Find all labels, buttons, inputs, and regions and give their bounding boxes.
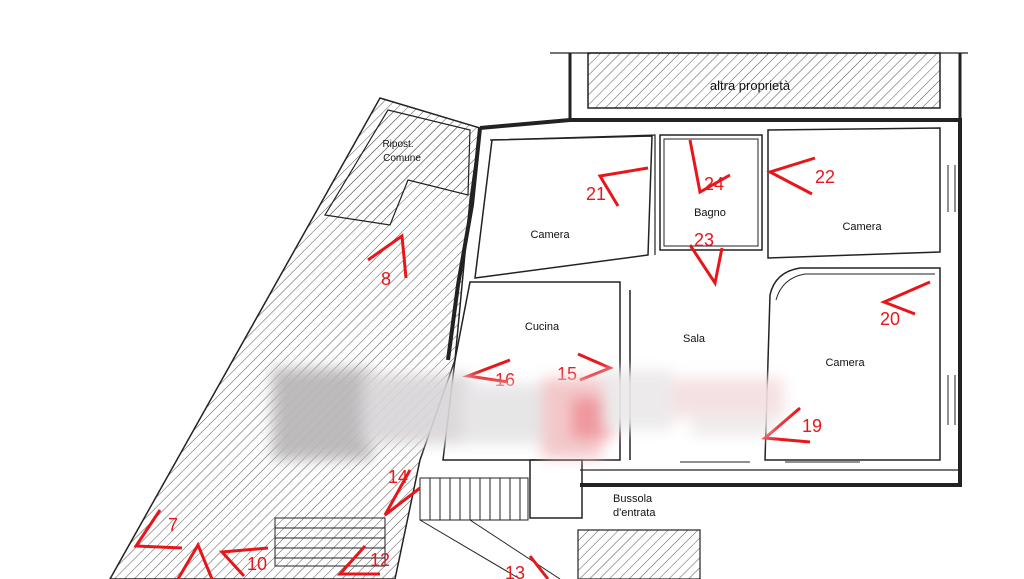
camera-room-3-inner [775,273,935,301]
room-label: Bagno [694,207,726,219]
altra-proprieta-area [587,52,941,109]
room-label: Bussola [613,493,653,505]
bussola-area [529,459,583,519]
wall [419,519,521,579]
photo-marker-shapes [133,139,931,579]
camera-room-2 [767,127,941,259]
photo-number: 12 [370,550,390,570]
stairs-upper [419,477,529,521]
room-label: Cucina [525,321,560,333]
wall [469,519,561,579]
room-label: Ripost. [382,139,413,150]
photo-number: 20 [880,309,900,329]
outer-wall [446,127,482,361]
stairs-lower [274,517,386,567]
room-label: Camera [842,221,882,233]
bagno-inner [663,138,759,247]
room-label: d'entrata [613,507,656,519]
riposto-room [324,109,471,226]
room-label: Camera [530,229,570,241]
photo-number: 22 [815,167,835,187]
lower-right-hatched [577,529,701,579]
photo-number: 10 [247,554,267,574]
redacted-region [272,364,784,466]
room-label: Sala [683,333,706,345]
photo-number: 19 [802,416,822,436]
bagno-room [659,134,763,251]
photo-number: 23 [694,230,714,250]
outer-wall-inner [489,134,656,255]
photo-number: 24 [704,174,724,194]
outer-wall [479,118,962,487]
room-label: altra proprietà [710,78,791,93]
photo-number: 21 [586,184,606,204]
photo-number: 13 [505,563,525,579]
photo-number: 14 [388,467,408,487]
camera-room-1 [474,135,653,279]
photo-number: 8 [381,269,391,289]
room-label: Camera [825,357,865,369]
room-label: Comune [383,153,421,164]
photo-number: 7 [168,515,178,535]
